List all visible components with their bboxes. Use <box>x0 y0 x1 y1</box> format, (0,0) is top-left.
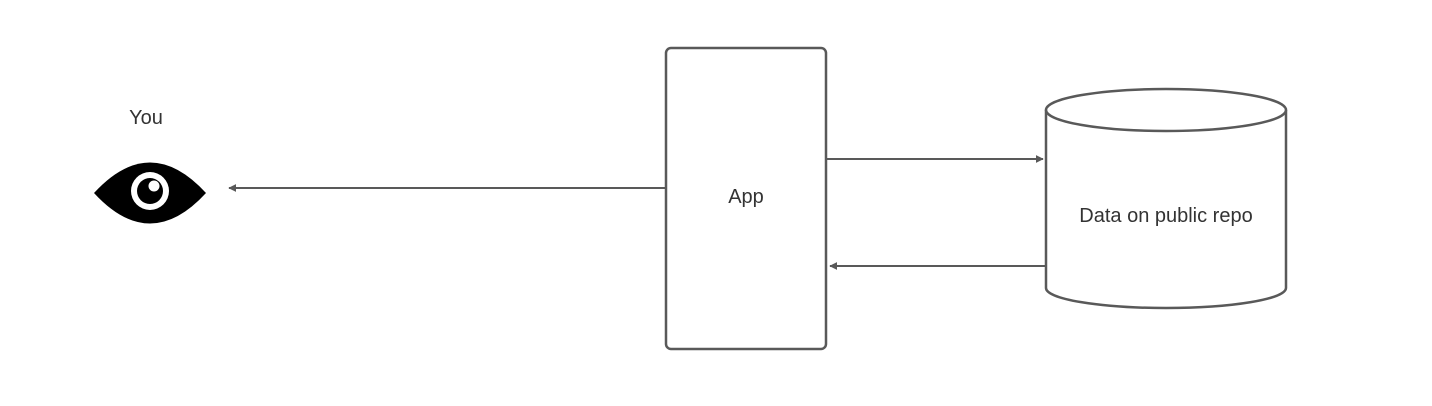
you-label: You <box>129 107 163 129</box>
app-label: App <box>728 186 764 208</box>
you-node[interactable]: You <box>94 107 206 224</box>
repo-node[interactable]: Data on public repo <box>1044 87 1288 310</box>
eye-icon <box>94 162 206 224</box>
repo-label: Data on public repo <box>1079 205 1252 227</box>
app-box <box>664 46 828 351</box>
app-node[interactable]: App <box>664 46 828 351</box>
database-cylinder <box>1044 87 1288 310</box>
